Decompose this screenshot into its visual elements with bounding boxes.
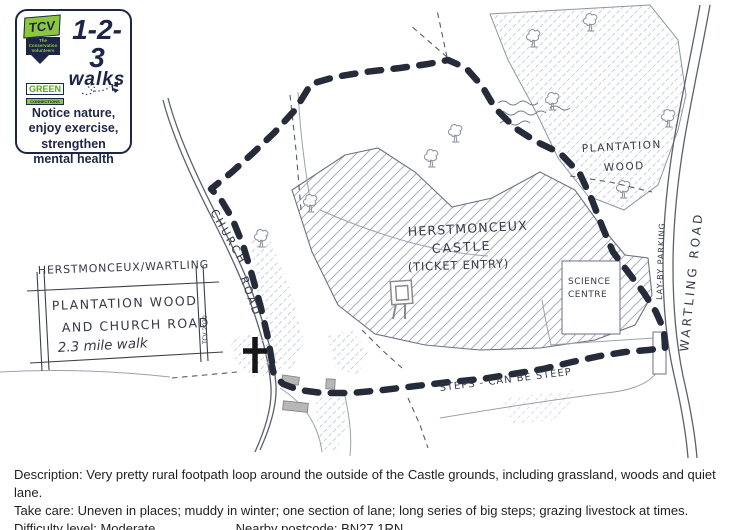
- title-line-3: 2.3 mile walk: [57, 335, 149, 356]
- layby-parking-label: LAY-BY PARKING: [655, 222, 667, 300]
- take-care-line: Take care: Uneven in places; muddy in wi…: [14, 503, 689, 518]
- title-area-label: HERSTMONCEUX/WARTLING: [38, 258, 210, 277]
- church-road-label-1: CHURCH: [207, 207, 249, 267]
- roadside-field-hatch: [250, 228, 575, 452]
- tcv-logo-box: TCV The Conservation Volunteers 1-2-3 wa…: [15, 9, 132, 166]
- butterfly-icon: [81, 81, 119, 95]
- title-line-2: AND CHURCH ROAD: [62, 315, 210, 335]
- plantation-wood-label-1: PLANTATION: [582, 139, 663, 155]
- tcv-brand: TCV: [23, 14, 61, 39]
- church-cross-icon: [243, 337, 267, 373]
- field-boundaries: [0, 91, 664, 457]
- connections-label: CONNECTIONS: [26, 98, 65, 105]
- logo-middle-row: GREEN CONNECTIONS: [21, 76, 126, 105]
- nearby-postcode: Nearby postcode: BN27 1RN: [235, 521, 404, 530]
- plantation-wood-area: [489, 4, 687, 211]
- difficulty-line: Difficulty level: Moderate. Nearby postc…: [14, 520, 740, 530]
- description-line: Description: Very pretty rural footpath …: [14, 467, 716, 500]
- tcv-logo-icon: TCV The Conservation Volunteers: [21, 14, 68, 76]
- plantation-wood-label-2: WOOD: [604, 160, 646, 174]
- walks-word: walks: [68, 69, 126, 90]
- walk-description: Description: Very pretty rural footpath …: [14, 466, 740, 530]
- logo-top: TCV The Conservation Volunteers 1-2-3 wa…: [21, 14, 126, 90]
- hand-drawn-map: SCIENCE CENTRE CHURCH ROAD WARTLI: [0, 4, 711, 459]
- green-label: GREEN: [26, 83, 65, 95]
- title-box-frame: [26, 264, 224, 372]
- walk-route: [207, 56, 669, 397]
- title-credit: TCV 2020: [202, 315, 209, 345]
- castle-label-1: HERSTMONCEUX: [407, 218, 528, 239]
- castle-label-2: CASTLE: [431, 238, 491, 256]
- difficulty-level: Difficulty level: Moderate.: [14, 521, 159, 530]
- walks-wordmark: 1-2-3 walks: [68, 14, 126, 90]
- science-centre-label-2: CENTRE: [568, 290, 607, 300]
- wartling-road-label: WARTLING ROAD: [677, 211, 706, 352]
- green-connections-badge: GREEN CONNECTIONS: [26, 79, 65, 105]
- science-centre: SCIENCE CENTRE: [561, 260, 621, 335]
- walks-number: 1-2-3: [72, 14, 122, 73]
- walk-title-box: HERSTMONCEUX/WARTLING PLANTATION WOOD AN…: [26, 258, 224, 372]
- castle-label-3: (TICKET ENTRY): [408, 256, 510, 274]
- castle-icon: [389, 279, 414, 320]
- science-centre-label-1: SCIENCE: [568, 277, 611, 287]
- tcv-brand-subtitle: The Conservation Volunteers: [26, 37, 60, 55]
- logo-tagline: Notice nature, enjoy exercise, strengthe…: [28, 106, 119, 166]
- tcv-pin-point-icon: [31, 54, 49, 64]
- title-line-1: PLANTATION WOOD: [52, 293, 198, 313]
- steps-warning-label: STEPS - CAN BE STEEP: [439, 367, 572, 394]
